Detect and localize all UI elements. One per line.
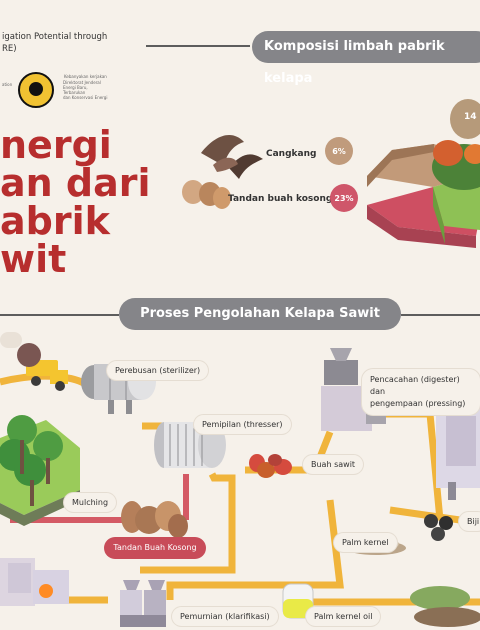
composition-pie-chart xyxy=(367,99,480,248)
logo-row: ation Kebanyakan kerjakan Direktorat Jen… xyxy=(0,72,110,112)
pemipilan-label: Pemipilan (thresser) xyxy=(194,415,291,434)
pemurnian-label: Pemurnian (klarifikasi) xyxy=(172,607,278,626)
logo-small-text-1: ation xyxy=(2,82,13,87)
biji-label: Biji xyxy=(459,512,480,531)
empty-fruit-bunch-icon xyxy=(121,501,188,538)
pencacahan-label: Pencacahan (digester) dan pengempaan (pr… xyxy=(362,369,480,415)
cangkang-shell-icon xyxy=(201,135,263,179)
tandan-buah-kosong-tag: Tandan Buah Kosong xyxy=(104,537,206,559)
cangkang-label: Cangkang xyxy=(266,149,317,159)
government-seal-logo xyxy=(18,72,54,108)
buah-sawit-label: Buah sawit xyxy=(303,455,364,474)
yellow-truck-icon xyxy=(17,343,68,391)
process-title-pill: Proses Pengolahan Kelapa Sawit xyxy=(119,298,401,330)
palm-fruit-icon xyxy=(249,454,292,478)
logo-text: igation Potential through RE) xyxy=(2,32,108,54)
oil-palm-plantation-illustration xyxy=(0,415,80,526)
page-title: nergi an dari abrik wit xyxy=(0,123,151,281)
palm-kernel-oil-jar-icon xyxy=(282,583,314,619)
cangkang-percent-badge: 6% xyxy=(325,137,353,165)
composition-divider-line xyxy=(146,45,250,47)
perebusan-label: Perebusan (sterilizer) xyxy=(107,361,209,380)
tandan-buah-kosong-label: Tandan buah kosong xyxy=(228,194,333,204)
fibre-heap-icon xyxy=(410,586,480,627)
composition-title-pill: Komposisi limbah pabrik kelapa xyxy=(252,31,480,86)
mulching-label: Mulching xyxy=(64,493,117,512)
empty-bunch-small-icon xyxy=(182,180,231,209)
palm-kernel-label: Palm kernel xyxy=(334,533,397,552)
pie-top-label: 14 xyxy=(464,112,477,122)
palm-kernel-oil-label: Palm kernel oil xyxy=(306,607,381,626)
logo-small-text-3: Direktorat Jenderal Energi Baru, Terbaru… xyxy=(63,80,108,100)
tandan-buah-kosong-percent-badge: 23% xyxy=(330,184,358,212)
clarification-tank-icon xyxy=(120,580,166,627)
thresher-drum-icon xyxy=(154,422,226,468)
logo-small-text-2: Kebanyakan kerjakan xyxy=(64,74,107,79)
processing-plant-icon xyxy=(0,558,69,606)
process-divider-right xyxy=(401,314,480,316)
kernel-storage-machine-icon xyxy=(436,406,480,500)
process-divider-left xyxy=(0,314,119,316)
kernel-seeds-icon xyxy=(424,514,453,541)
plantation-tag xyxy=(0,332,22,348)
